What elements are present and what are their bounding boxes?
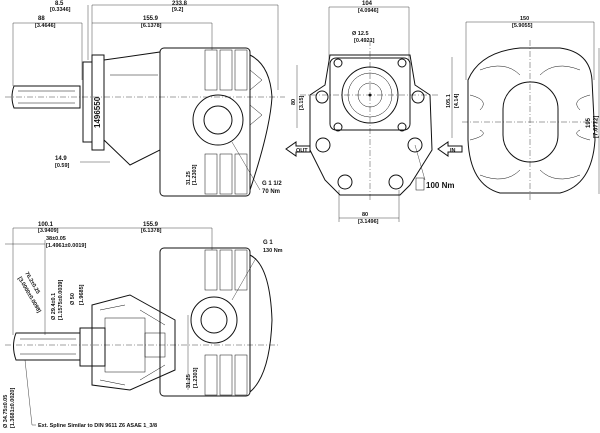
dim-label: 233.8 <box>172 1 188 7</box>
out-label: OUT <box>296 148 308 154</box>
spline-note: Ext. Spline Similar to DIN 9611 Z6 ASAE … <box>38 423 157 429</box>
pump-body <box>159 247 251 397</box>
torque-label: 130 Nm <box>263 248 283 254</box>
dim-label: 31.25 <box>186 171 192 185</box>
dim-label: Ø 34.75±0.05 <box>3 395 9 428</box>
dim-label: 80 <box>362 212 368 218</box>
dim-label: [1.4961±0.0019] <box>46 243 86 249</box>
dim-label: [3.9409] <box>38 228 59 234</box>
port-label: G 1 1/2 <box>262 181 282 187</box>
dim-label: [0.59] <box>55 163 70 169</box>
dim-label: [5.9055] <box>512 23 533 29</box>
out-arrow-icon <box>285 141 311 157</box>
dim-label: [3.1496] <box>358 219 379 225</box>
dim-label: 14.9 <box>55 156 67 162</box>
dim-label: [6.1378] <box>141 228 162 234</box>
dim-label: 88 <box>38 16 45 22</box>
dim-label: [3.15] <box>299 95 305 110</box>
dim-label: [1.2303] <box>193 367 199 388</box>
torque-label: 100 Nm <box>426 181 454 190</box>
dim-label: Ø 29.4±0.1 <box>51 293 57 320</box>
dim-label: [1.2303] <box>192 164 198 185</box>
wrench-icon <box>415 177 425 191</box>
front-view: 104 [4.0946] Ø 12.5 [0.4921] 80 [3.15] 1… <box>285 1 463 225</box>
spline-shaft <box>13 332 81 361</box>
dim-label: [1.9685] <box>79 284 85 305</box>
dim-label: [7.6772] <box>594 116 600 138</box>
dim-label: 155.9 <box>143 16 159 22</box>
port-circle <box>192 94 244 146</box>
dim-label: [0.4921] <box>354 38 375 44</box>
dim-label: 38±0.05 <box>46 236 66 242</box>
dim-label: [9.2] <box>172 7 183 13</box>
dim-label: [6.1378] <box>141 23 162 29</box>
dim-label: [4.14] <box>454 93 460 108</box>
adapter-section <box>91 294 176 391</box>
dim-label: Ø 50 <box>70 293 76 305</box>
torque-label: 70 Nm <box>262 189 280 195</box>
part-number: 1496550 <box>93 96 102 128</box>
rear-view: 150 [5.9055] 195 [7.6772] <box>462 16 600 200</box>
spline-shaft <box>11 85 81 109</box>
dim-label: 105.1 <box>446 94 452 108</box>
port-label: G 1 <box>263 240 273 246</box>
dim-label: 195 <box>586 117 592 128</box>
front-housing <box>309 54 433 196</box>
dim-label: [4.0946] <box>358 8 379 14</box>
dim-label: 100.1 <box>38 222 54 228</box>
section-view: 100.1 [3.9409] 38±0.05 [1.4961±0.0019] 1… <box>3 222 283 429</box>
dim-label: 104 <box>362 1 373 7</box>
pump-body <box>159 47 251 197</box>
rear-housing <box>467 47 596 194</box>
dim-label: 80 <box>291 99 297 105</box>
bolt-holes <box>315 58 425 190</box>
dim-label: 150 <box>520 16 529 22</box>
in-arrow-icon <box>437 141 463 157</box>
dim-label: [3.4646] <box>35 23 56 29</box>
dim-label: [1.3681±0.0020] <box>10 388 16 428</box>
dim-label: 8.5 <box>55 1 64 7</box>
flange <box>82 61 93 143</box>
in-label: IN <box>450 148 456 154</box>
dim-label: [0.3346] <box>50 7 71 13</box>
dim-label: Ø 12.5 <box>352 31 369 37</box>
dim-label: 155.9 <box>143 222 159 228</box>
side-view: 1496550 8.5 [0.3346] 233.8 [9.2] 88 [3.4… <box>5 1 285 197</box>
dim-label: [1.1575±0.0039] <box>58 280 64 320</box>
dim-label: 31.25 <box>186 374 192 388</box>
